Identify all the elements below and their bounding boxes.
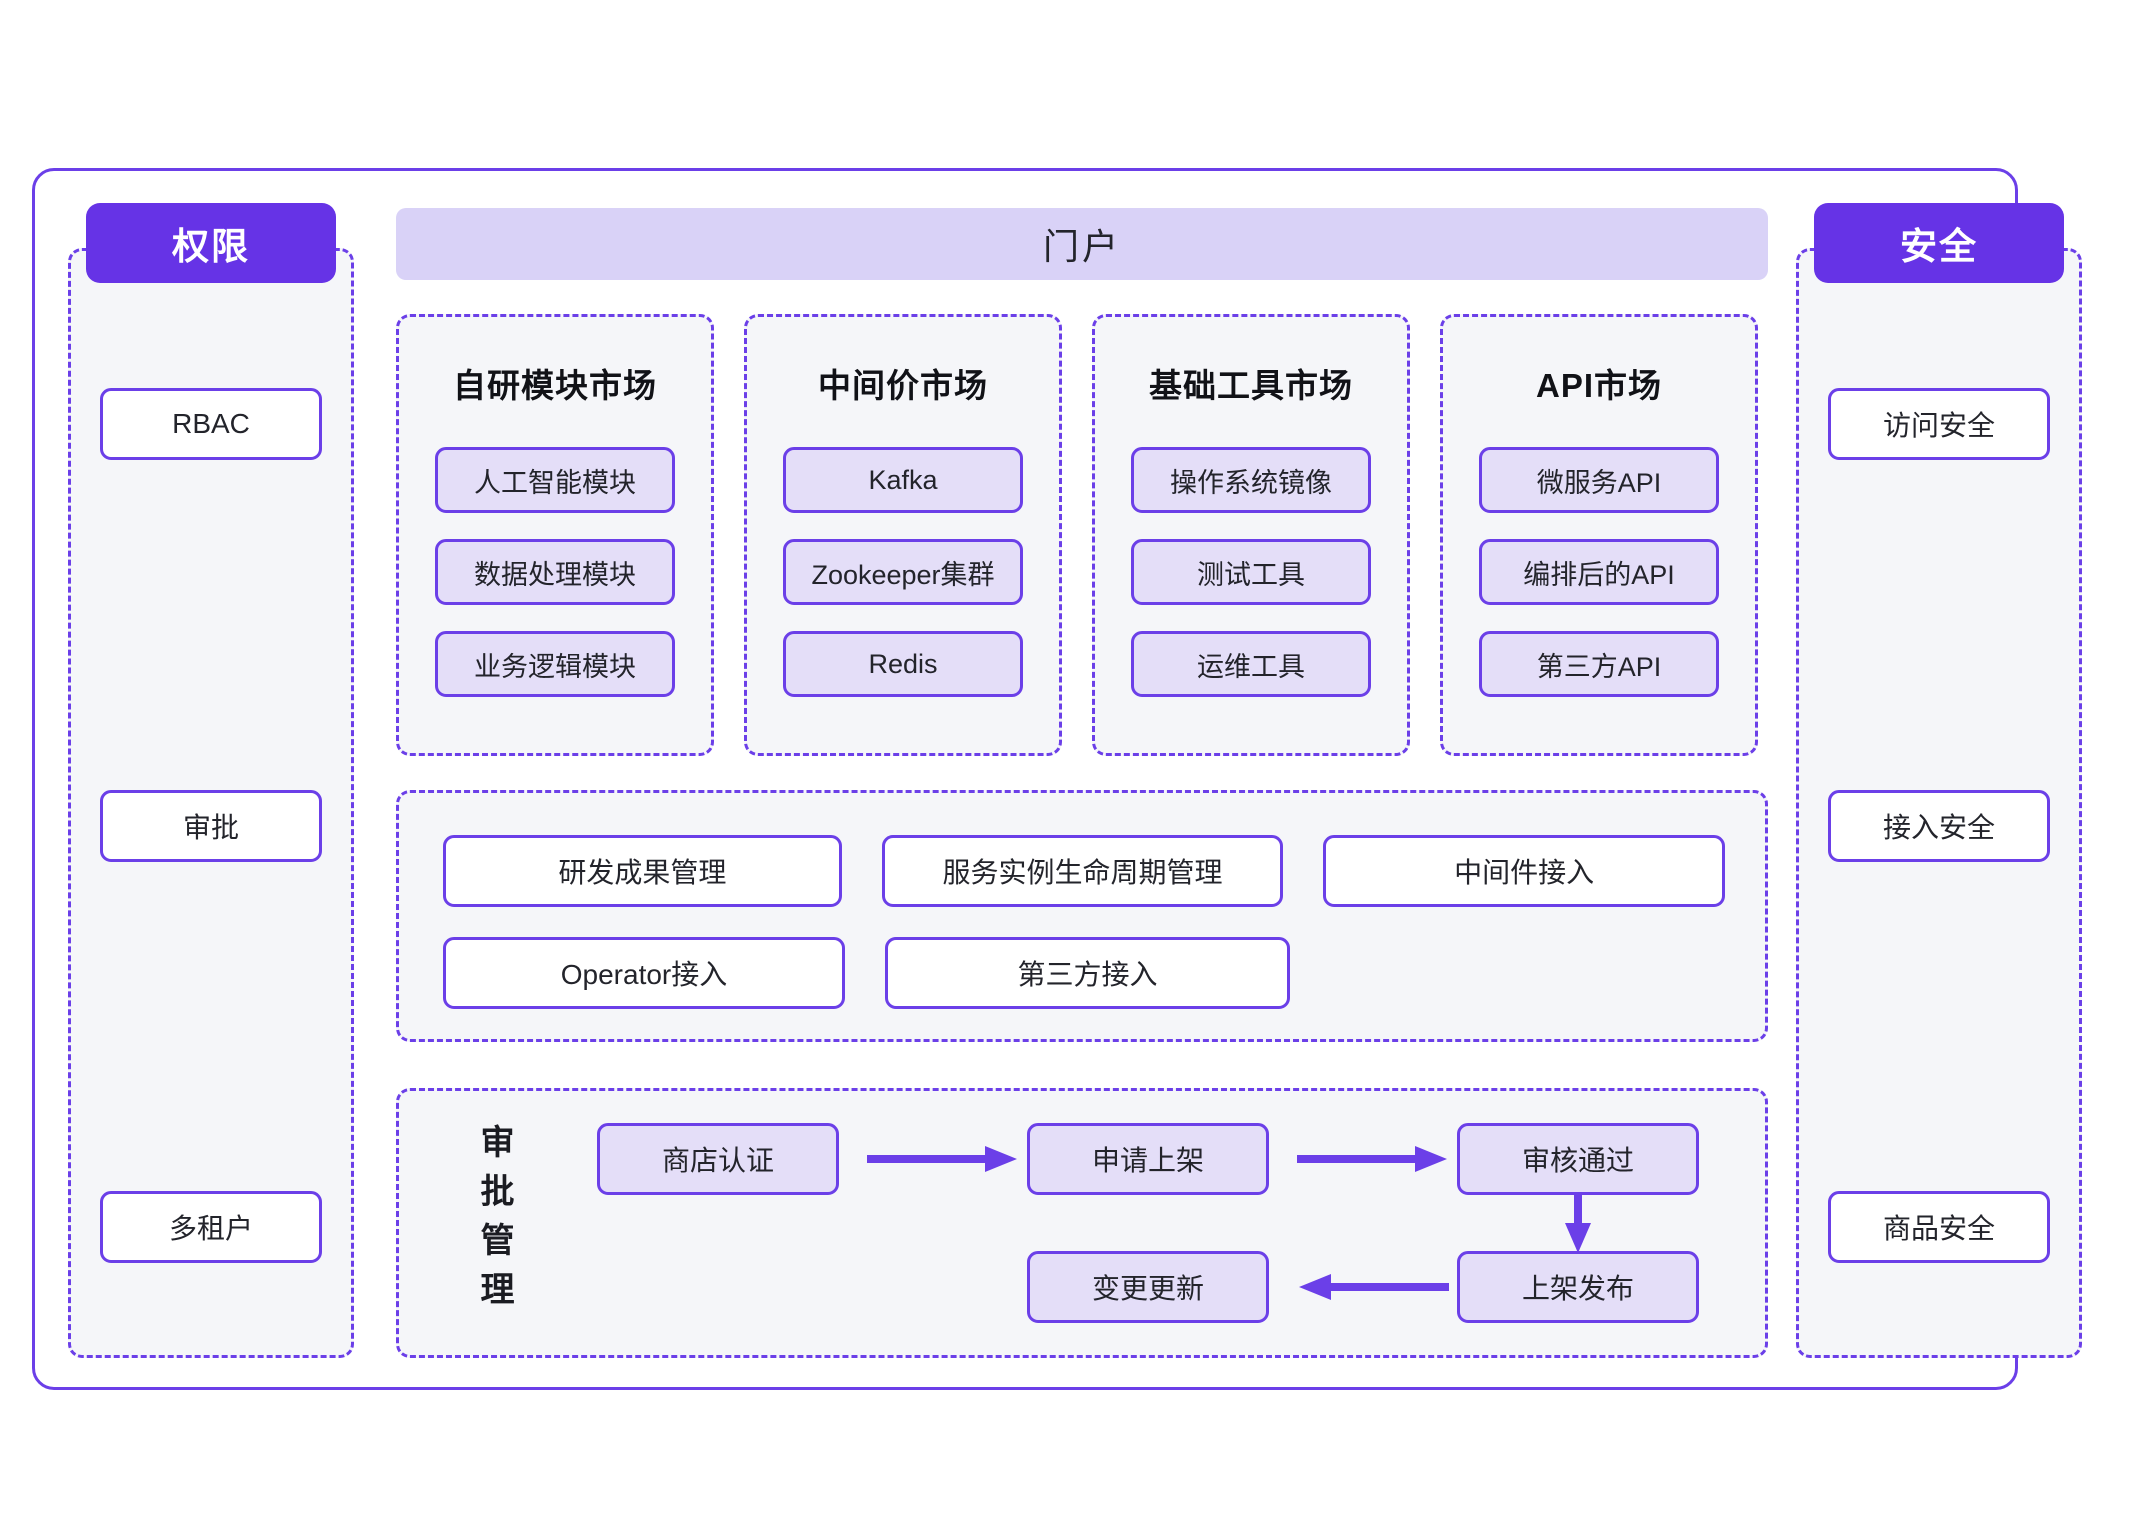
capability-section: 研发成果管理 服务实例生命周期管理 中间件接入 Operator接入 第三方接入	[396, 790, 1768, 1042]
arrow-left-icon	[1299, 1274, 1449, 1300]
capability-row: Operator接入 第三方接入	[443, 937, 1765, 1009]
approval-workflow-section: 审批管理 商店认证 申请上架 审核通过 上架发布 变更更新	[396, 1088, 1768, 1358]
market-chip[interactable]: 操作系统镜像	[1131, 447, 1371, 513]
market-column-self-developed: 自研模块市场 人工智能模块 数据处理模块 业务逻辑模块	[396, 314, 714, 756]
workflow-node-publish[interactable]: 上架发布	[1457, 1251, 1699, 1323]
market-chip[interactable]: 测试工具	[1131, 539, 1371, 605]
market-chip[interactable]: 数据处理模块	[435, 539, 675, 605]
market-chip[interactable]: 编排后的API	[1479, 539, 1719, 605]
workflow-node-change-update[interactable]: 变更更新	[1027, 1251, 1269, 1323]
arrow-right-icon	[1297, 1146, 1447, 1172]
market-column-middleware: 中间价市场 Kafka Zookeeper集群 Redis	[744, 314, 1062, 756]
security-item-product-security[interactable]: 商品安全	[1828, 1191, 2050, 1263]
arrow-right-icon	[867, 1146, 1017, 1172]
market-column-api: API市场 微服务API 编排后的API 第三方API	[1440, 314, 1758, 756]
workflow-node-review-passed[interactable]: 审核通过	[1457, 1123, 1699, 1195]
permission-panel-header: 权限	[86, 203, 336, 283]
workflow-node-apply-listing[interactable]: 申请上架	[1027, 1123, 1269, 1195]
capability-row: 研发成果管理 服务实例生命周期管理 中间件接入	[443, 835, 1765, 907]
market-chip[interactable]: 业务逻辑模块	[435, 631, 675, 697]
market-title: 中间价市场	[818, 367, 988, 404]
market-title: 基础工具市场	[1149, 367, 1353, 404]
capability-chip[interactable]: 中间件接入	[1323, 835, 1725, 907]
market-chip[interactable]: 人工智能模块	[435, 447, 675, 513]
capability-chip[interactable]: 研发成果管理	[443, 835, 842, 907]
permission-item-multitenant[interactable]: 多租户	[100, 1191, 322, 1263]
market-chip[interactable]: Kafka	[783, 447, 1023, 513]
market-title: API市场	[1535, 367, 1662, 404]
arrow-shaft	[867, 1155, 987, 1163]
arrow-shaft	[1297, 1155, 1417, 1163]
portal-bar: 门户	[396, 208, 1768, 280]
capability-chip[interactable]: 服务实例生命周期管理	[881, 835, 1284, 907]
market-chip[interactable]: 第三方API	[1479, 631, 1719, 697]
market-title: 自研模块市场	[453, 367, 657, 404]
arrow-shaft	[1574, 1195, 1582, 1225]
arrow-head	[1415, 1146, 1447, 1172]
market-chip[interactable]: Redis	[783, 631, 1023, 697]
workflow-vertical-label: 审批管理	[480, 1124, 516, 1309]
arrow-head	[1565, 1223, 1591, 1253]
security-item-access-security[interactable]: 访问安全	[1828, 388, 2050, 460]
arrow-shaft	[1329, 1283, 1449, 1291]
capability-chip[interactable]: 第三方接入	[885, 937, 1290, 1009]
market-chip[interactable]: 微服务API	[1479, 447, 1719, 513]
market-column-basic-tools: 基础工具市场 操作系统镜像 测试工具 运维工具	[1092, 314, 1410, 756]
capability-chip[interactable]: Operator接入	[443, 937, 845, 1009]
arrow-down-icon	[1565, 1195, 1591, 1253]
arrow-head	[985, 1146, 1017, 1172]
permission-item-approval[interactable]: 审批	[100, 790, 322, 862]
market-chip[interactable]: Zookeeper集群	[783, 539, 1023, 605]
permission-item-rbac[interactable]: RBAC	[100, 388, 322, 460]
security-item-connection-security[interactable]: 接入安全	[1828, 790, 2050, 862]
workflow-node-store-certification[interactable]: 商店认证	[597, 1123, 839, 1195]
market-chip[interactable]: 运维工具	[1131, 631, 1371, 697]
arrow-head	[1299, 1274, 1331, 1300]
security-panel-header: 安全	[1814, 203, 2064, 283]
